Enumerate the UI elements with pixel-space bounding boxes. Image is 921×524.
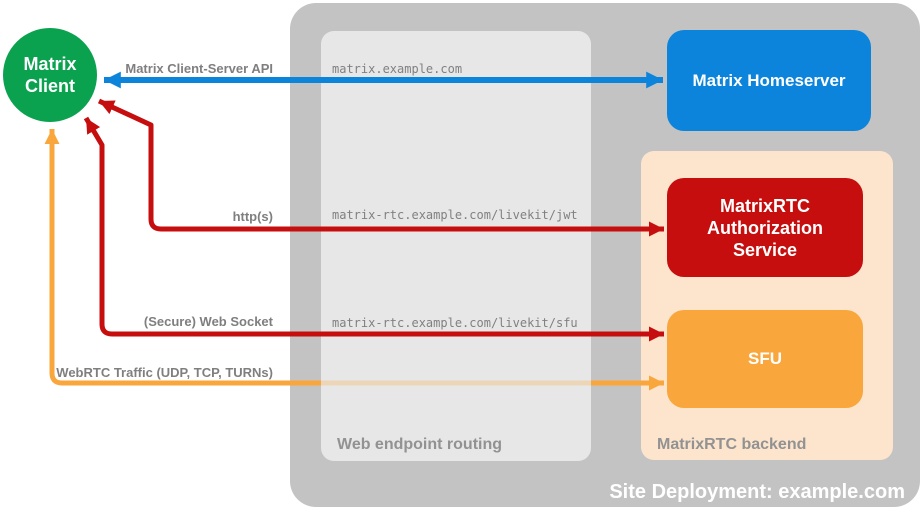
- sfu-label: SFU: [748, 349, 782, 368]
- site-deployment-caption: Site Deployment: example.com: [609, 481, 905, 503]
- label-websocket: (Secure) Web Socket: [143, 314, 273, 329]
- matrixrtc-backend-caption: MatrixRTC backend: [657, 436, 807, 453]
- matrixrtc-auth-service-node: MatrixRTC Authorization Service: [667, 178, 863, 277]
- matrix-homeserver-node: Matrix Homeserver: [667, 30, 871, 131]
- matrixrtc-auth-service-label: MatrixRTC Authorization Service: [707, 195, 823, 260]
- endpoint-livekit-sfu: matrix-rtc.example.com/livekit/sfu: [332, 316, 578, 330]
- matrix-client-label-line1: Matrix: [23, 54, 77, 74]
- web-endpoint-routing-caption: Web endpoint routing: [337, 436, 503, 453]
- matrix-client-node: Matrix Client: [3, 28, 97, 122]
- endpoint-livekit-jwt: matrix-rtc.example.com/livekit/jwt: [332, 208, 578, 222]
- matrix-homeserver-label: Matrix Homeserver: [692, 70, 846, 90]
- label-https: http(s): [232, 209, 273, 224]
- label-webrtc-traffic: WebRTC Traffic (UDP, TCP, TURNs): [56, 365, 273, 380]
- matrix-client-label-line2: Client: [24, 76, 75, 96]
- web-endpoint-routing-container: [321, 31, 591, 461]
- sfu-node: SFU: [667, 310, 863, 408]
- label-client-server-api: Matrix Client-Server API: [125, 61, 273, 76]
- endpoint-matrix-example-com: matrix.example.com: [332, 62, 463, 76]
